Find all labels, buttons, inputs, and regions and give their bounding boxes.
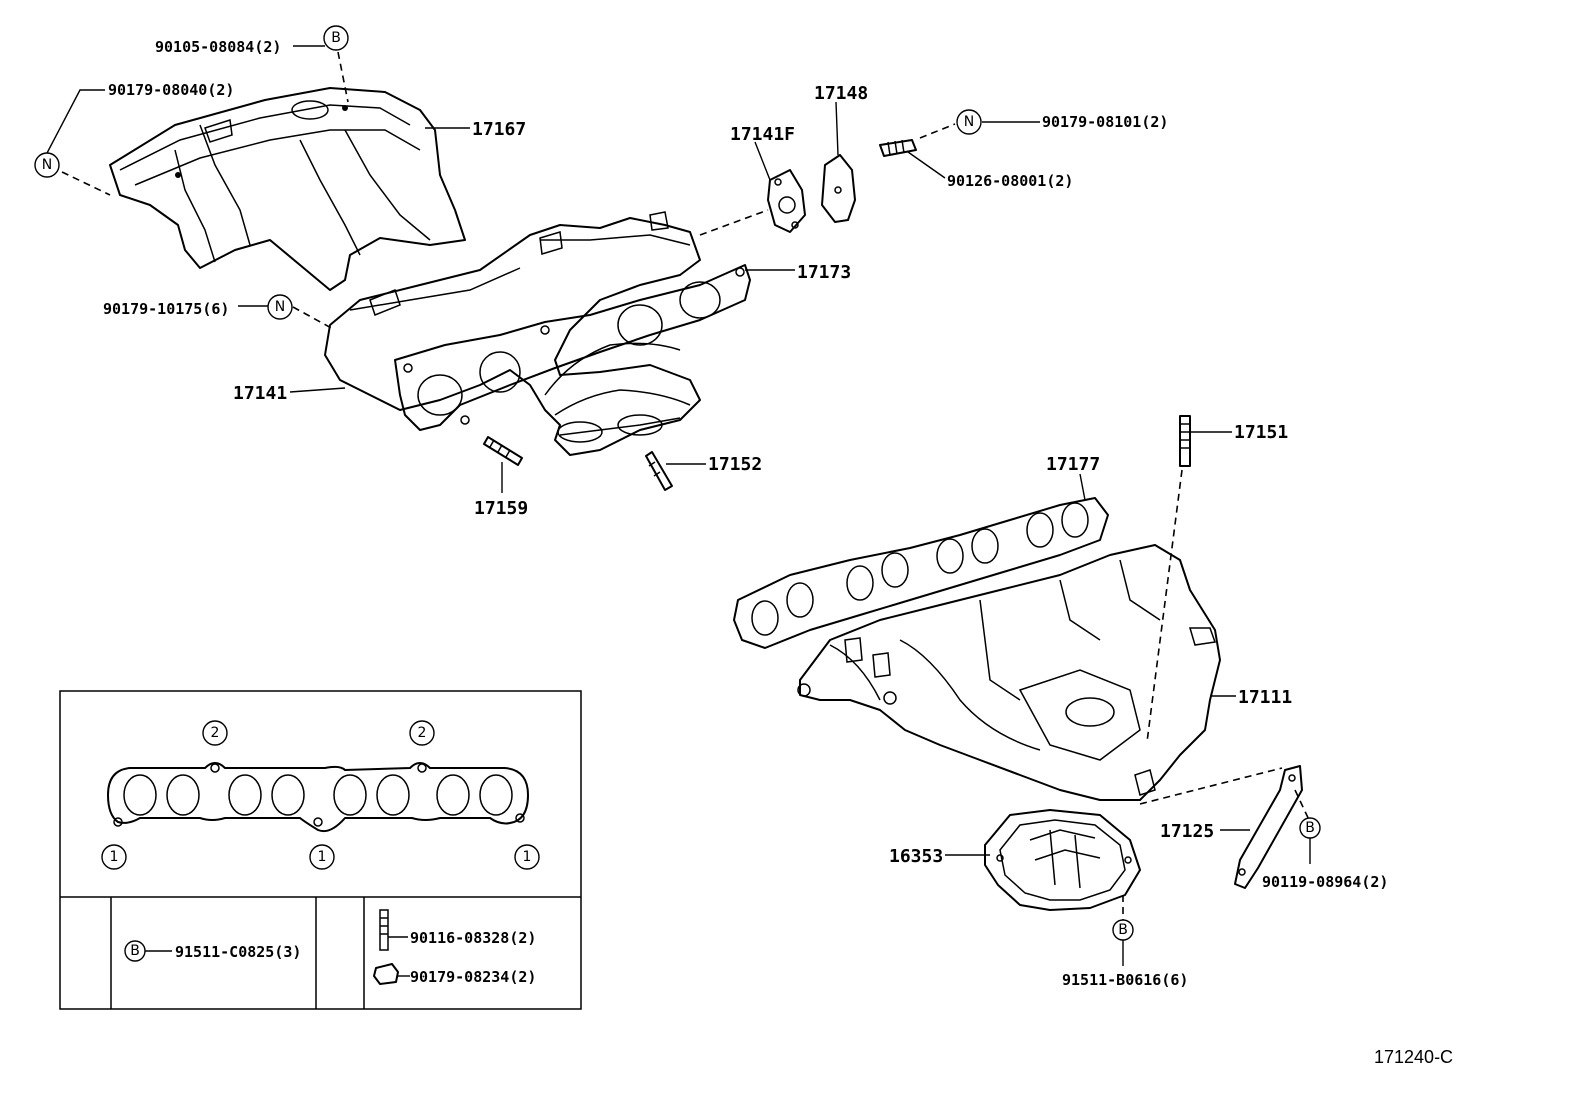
legend-label-90116-08328: 90116-08328(2) — [410, 929, 536, 947]
diagram-code: 171240-C — [1374, 1047, 1453, 1067]
stud-17159 — [483, 436, 523, 466]
gasket-17148 — [821, 154, 856, 223]
symbol-1: 1 — [318, 849, 327, 865]
dashed-connectors — [61, 51, 1311, 922]
symbol-b: B — [1305, 820, 1315, 836]
symbol-n: N — [42, 157, 52, 173]
symbol-n: N — [275, 299, 285, 315]
label-17167: 17167 — [472, 119, 526, 140]
label-17151: 17151 — [1234, 422, 1288, 443]
symbol-b: B — [130, 943, 140, 959]
label-17141: 17141 — [233, 383, 287, 404]
label-90105-08084: 90105-08084(2) — [155, 38, 281, 56]
label-90179-10175: 90179-10175(6) — [103, 300, 229, 318]
symbol-b: B — [1118, 922, 1128, 938]
symbol-n: N — [964, 114, 974, 130]
symbol-1: 1 — [110, 849, 119, 865]
label-17111: 17111 — [1238, 687, 1292, 708]
stud-90126 — [879, 139, 917, 157]
stud-17152 — [645, 451, 673, 491]
label-90119-08964: 90119-08964(2) — [1262, 873, 1388, 891]
heat-insulator-17167 — [109, 87, 466, 291]
stud-17151 — [1179, 415, 1191, 467]
label-17152: 17152 — [708, 454, 762, 475]
leader-lines — [45, 45, 1311, 966]
label-16353: 16353 — [889, 846, 943, 867]
legend-label-90179-08234: 90179-08234(2) — [410, 968, 536, 986]
label-90126-08001: 90126-08001(2) — [947, 172, 1073, 190]
label-17125: 17125 — [1160, 821, 1214, 842]
legend-label-91511-c0825: 91511-C0825(3) — [175, 943, 301, 961]
label-17141f: 17141F — [730, 124, 795, 145]
symbol-2: 2 — [418, 725, 427, 741]
legend-gasket-view — [107, 762, 529, 833]
bracket-17125 — [1234, 765, 1303, 889]
stud-icon — [379, 909, 389, 951]
intake-gasket-17177 — [733, 497, 1109, 649]
intake-manifold-17111 — [797, 544, 1221, 801]
label-90179-08040: 90179-08040(2) — [108, 81, 234, 99]
exhaust-manifold-17141 — [324, 211, 701, 456]
label-91511-b0616: 91511-B0616(6) — [1062, 971, 1188, 989]
nut-icon — [373, 963, 399, 985]
label-17159: 17159 — [474, 498, 528, 519]
gasket-17173 — [394, 264, 751, 431]
label-90179-08101: 90179-08101(2) — [1042, 113, 1168, 131]
symbol-1: 1 — [523, 849, 532, 865]
part-labels: 90105-08084(2) 90179-08040(2) 17167 1714… — [103, 38, 1388, 989]
symbol-b: B — [331, 30, 341, 46]
symbol-2: 2 — [211, 725, 220, 741]
label-17173: 17173 — [797, 262, 851, 283]
label-17148: 17148 — [814, 83, 868, 104]
cover-16353 — [984, 809, 1141, 911]
legend-box: 2 2 1 1 1 B 91511-C0825(3) 90116-08328(2… — [59, 690, 582, 1010]
gasket-17141f — [767, 169, 806, 233]
label-17177: 17177 — [1046, 454, 1100, 475]
symbol-circles: B N N N B B — [34, 25, 1321, 941]
